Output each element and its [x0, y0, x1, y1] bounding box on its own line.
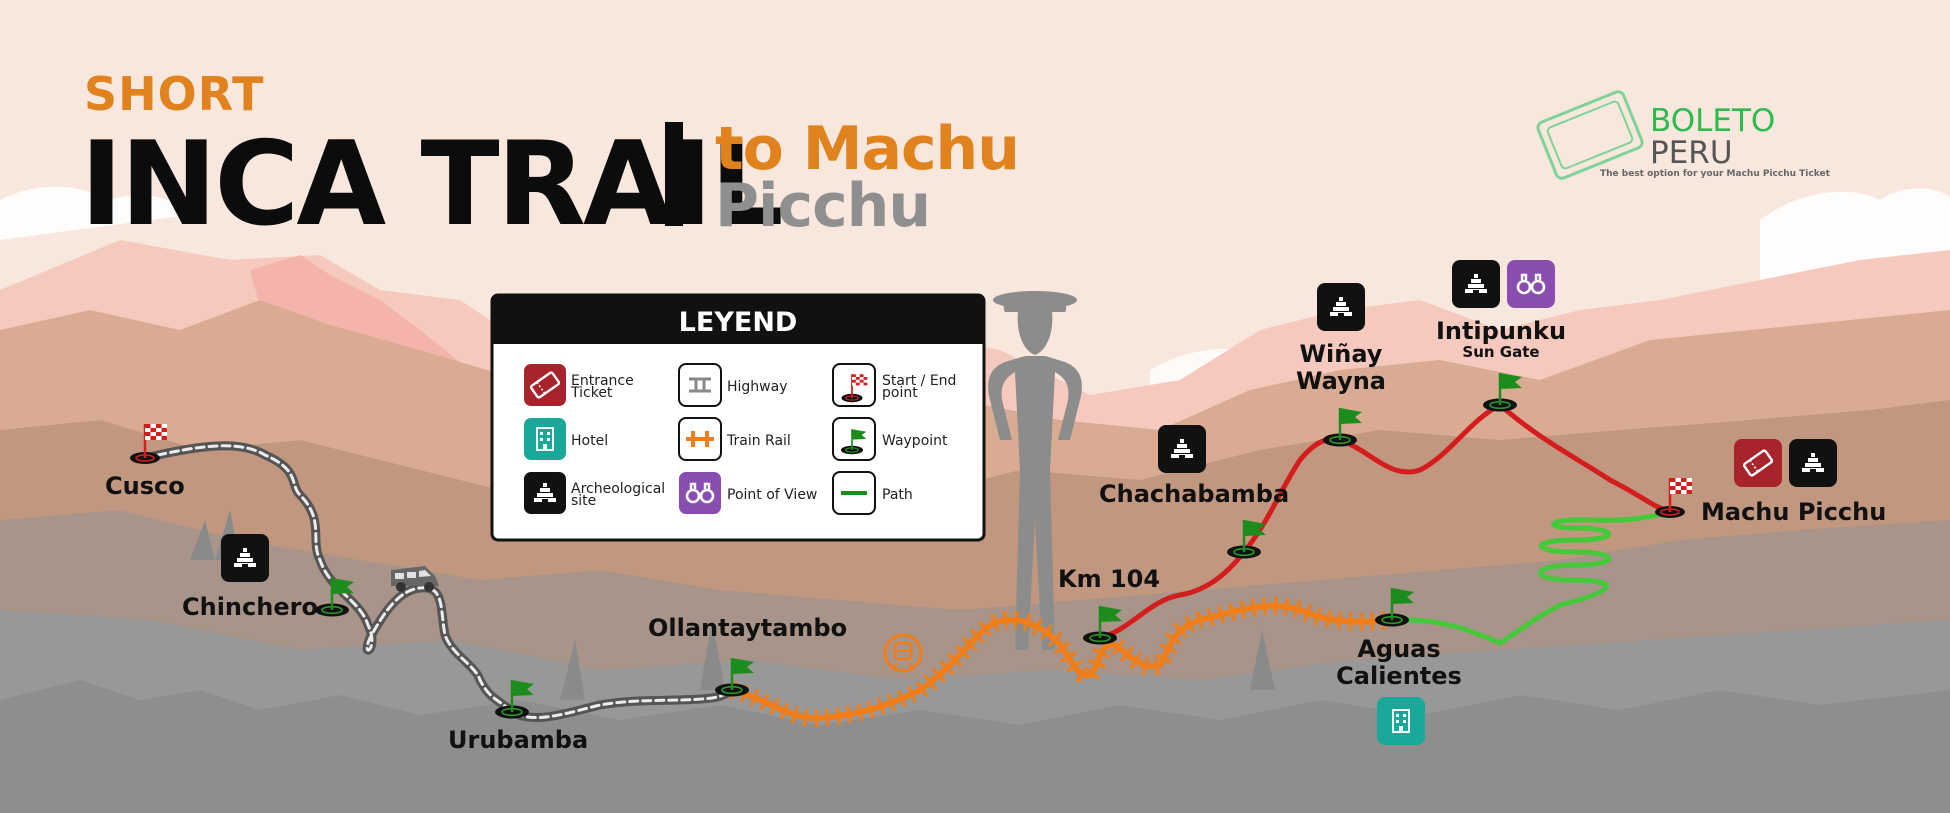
legend-panel: LEYEND Entrance Ticket Highway Start / E…: [490, 293, 986, 542]
legend-label: Entrance: [571, 373, 634, 389]
legend-item-train-rail: Train Rail: [678, 417, 791, 461]
legend-label: Train Rail: [726, 433, 791, 449]
title-suffix-line2: Picchu: [715, 171, 930, 241]
brand-tagline: The best option for your Machu Picchu Ti…: [1600, 169, 1831, 179]
legend-item-entrance-ticket: Entrance Ticket: [524, 364, 634, 406]
machu-picchu-ticket-icon: [1734, 439, 1782, 487]
label-intipunku-sub: Sun Gate: [1462, 343, 1539, 361]
ticket-logo-icon: [1536, 90, 1644, 180]
hotel-icon: [524, 418, 566, 460]
label-aguas-calientes-line2: Calientes: [1336, 662, 1462, 690]
intipunku-binoculars-icon: [1507, 260, 1555, 308]
label-km104: Km 104: [1058, 565, 1160, 593]
legend-label: Hotel: [571, 433, 608, 449]
label-aguas-calientes-line1: Aguas: [1357, 635, 1440, 663]
winay-wayna-ruins-icon: [1317, 283, 1365, 331]
ticket-icon: [524, 364, 566, 406]
legend-label: Start / End: [882, 373, 956, 389]
legend-item-highway: Highway: [678, 363, 788, 407]
legend-label: site: [571, 493, 596, 509]
legend-item-hotel: Hotel: [524, 418, 608, 460]
highway-icon: [678, 363, 722, 407]
legend-item-path: Path: [832, 471, 913, 515]
label-chinchero: Chinchero: [182, 593, 318, 621]
legend-item-start-end: Start / End point: [832, 363, 956, 407]
title-suffix-line1: to Machu: [715, 114, 1019, 184]
train-station-icon: [883, 633, 923, 673]
title-prefix: SHORT: [84, 67, 264, 121]
legend-item-waypoint: Waypoint: [832, 417, 948, 461]
map-title: SHORT INCA TRAIL to Machu Picchu: [80, 67, 1020, 252]
legend-item-point-of-view: Point of View: [679, 472, 817, 514]
legend-label: Archeological: [571, 481, 665, 497]
legend-label: point: [882, 385, 918, 401]
label-urubamba: Urubamba: [448, 726, 588, 754]
legend-item-archeological-site: Archeological site: [524, 472, 665, 514]
label-chachabamba: Chachabamba: [1099, 480, 1289, 508]
brand-name-line2: PERU: [1650, 135, 1733, 171]
machu-picchu-ruins-icon: [1789, 439, 1837, 487]
label-winay-wayna-line1: Wiñay: [1300, 340, 1383, 368]
label-intipunku: Intipunku: [1436, 317, 1566, 345]
train-rail-route: [729, 596, 1395, 728]
label-ollantaytambo: Ollantaytambo: [648, 614, 847, 642]
brand-logo: BOLETO PERU The best option for your Mac…: [1536, 90, 1831, 180]
label-winay-wayna-line2: Wayna: [1296, 367, 1386, 395]
aguas-calientes-hotel-icon: [1377, 697, 1425, 745]
intipunku-ruins-icon: [1452, 260, 1500, 308]
legend-label: Ticket: [570, 385, 613, 401]
legend-title: LEYEND: [679, 307, 798, 338]
brand-name-line1: BOLETO: [1650, 103, 1775, 139]
label-machu-picchu: Machu Picchu: [1701, 498, 1886, 526]
title-separator: [665, 122, 683, 226]
legend-label: Highway: [727, 379, 788, 395]
chinchero-ruins-icon: [221, 534, 269, 582]
label-cusco: Cusco: [105, 472, 185, 500]
chachabamba-ruins-icon: [1158, 425, 1206, 473]
highway-route: [140, 441, 737, 723]
legend-label: Point of View: [727, 487, 817, 503]
van-icon: [391, 566, 439, 592]
legend-label: Path: [882, 487, 913, 503]
walking-path-route: [1389, 509, 1673, 646]
legend-label: Waypoint: [882, 433, 948, 449]
